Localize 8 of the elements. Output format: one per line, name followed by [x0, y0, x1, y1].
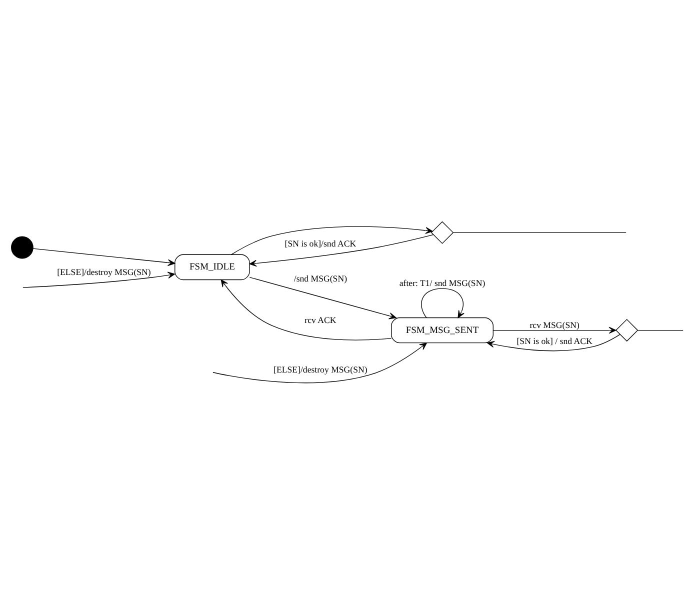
edge-label: [SN is ok] / snd ACK: [516, 336, 592, 346]
edge-label: [ELSE]/destroy MSG(SN): [274, 364, 368, 374]
edge-label: [ELSE]/destroy MSG(SN): [57, 266, 151, 276]
edge-label: rcv ACK: [304, 314, 336, 325]
edge-label: after: T1/ snd MSG(SN): [399, 278, 486, 288]
edge-label: [SN is ok]/snd ACK: [284, 238, 356, 248]
edge-label: /snd MSG(SN): [294, 273, 348, 284]
edge-label: rcv MSG(SN): [530, 319, 580, 330]
